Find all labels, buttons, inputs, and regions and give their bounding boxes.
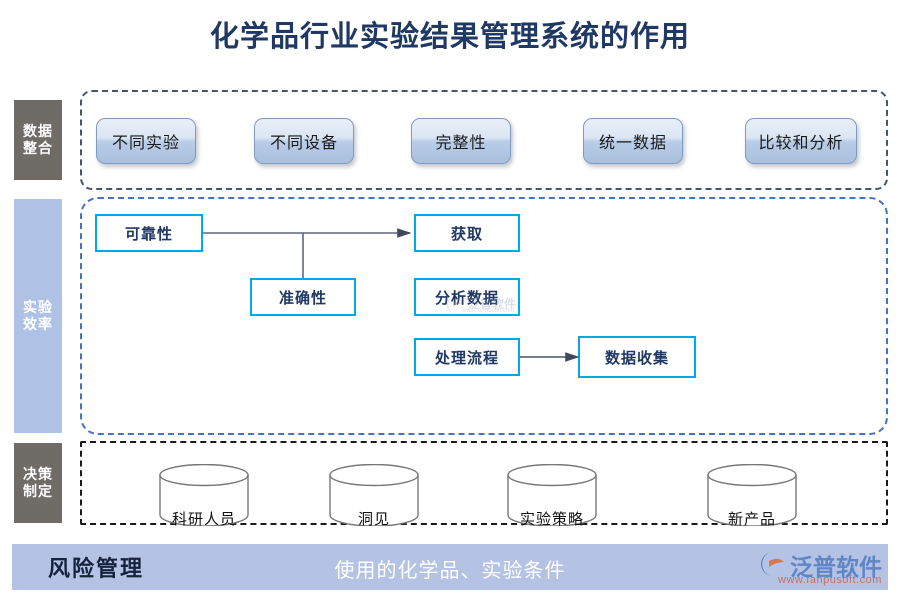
page-title: 化学品行业实验结果管理系统的作用	[209, 21, 690, 53]
node-label: 不同实验	[111, 135, 180, 152]
stage-label-experiment-efficiency: 实验 效率	[14, 199, 62, 433]
stage-label-data-integration: 数据 整合	[14, 100, 62, 180]
node-label: 数据收集	[604, 349, 669, 367]
node-box-process-flow[interactable]: 处理流程	[414, 338, 520, 376]
node-box-analyze-data[interactable]: 分析数据	[414, 278, 520, 316]
node-cylinder-new-product[interactable]: 新产品	[706, 463, 798, 528]
node-label: 新产品	[727, 511, 776, 528]
node-label: 比较和分析	[758, 135, 844, 152]
database-cylinder-icon	[159, 463, 249, 527]
stage-label-line1: 实验	[23, 298, 53, 315]
node-button-different-experiment[interactable]: 不同实验	[96, 118, 196, 164]
brand-url: www.fanpusoft.com	[778, 574, 882, 586]
brand-name: 泛普软件	[790, 555, 882, 580]
group-data-integration	[80, 90, 888, 190]
stage-label-line1: 数据	[23, 122, 53, 139]
node-cylinder-insight[interactable]: 洞见	[328, 463, 420, 528]
node-button-unified-data[interactable]: 统一数据	[583, 118, 683, 164]
stage-label-line2: 制定	[23, 483, 53, 499]
node-cylinder-experiment-strategy[interactable]: 实验策略	[506, 463, 598, 528]
group-decision-making	[80, 441, 888, 525]
node-label: 分析数据	[434, 289, 499, 307]
node-label: 不同设备	[269, 135, 338, 152]
stage-label-decision-making: 决策 制定	[14, 443, 62, 523]
footer-title: 风险管理	[48, 556, 145, 581]
node-label: 洞见	[357, 511, 390, 528]
node-box-accuracy[interactable]: 准确性	[250, 278, 356, 316]
database-cylinder-icon	[329, 463, 419, 527]
node-label: 实验策略	[519, 511, 584, 528]
node-button-compare-analyze[interactable]: 比较和分析	[745, 118, 857, 164]
node-box-data-collection[interactable]: 数据收集	[578, 336, 696, 378]
group-experiment-efficiency	[80, 197, 888, 435]
node-label: 获取	[450, 225, 483, 243]
connector-layer-row2	[202, 228, 580, 362]
node-label: 处理流程	[434, 349, 499, 367]
node-label: 完整性	[435, 135, 487, 152]
node-box-reliability[interactable]: 可靠性	[95, 214, 203, 252]
stage-label-line1: 决策	[23, 465, 53, 482]
database-cylinder-icon	[507, 463, 597, 527]
node-box-acquire[interactable]: 获取	[414, 214, 520, 252]
footer-bar	[12, 544, 888, 590]
node-button-different-equipment[interactable]: 不同设备	[254, 118, 354, 164]
brand-mark-icon	[761, 552, 784, 576]
brand-logo: 泛普软件 www.fanpusoft.com	[756, 548, 896, 590]
node-label: 统一数据	[598, 135, 667, 152]
stage-label-line2: 整合	[23, 140, 53, 156]
node-label: 可靠性	[124, 225, 173, 243]
stage-label-line2: 效率	[23, 316, 53, 332]
node-cylinder-researchers[interactable]: 科研人员	[158, 463, 250, 528]
node-label: 准确性	[278, 289, 327, 307]
database-cylinder-icon	[707, 463, 797, 527]
node-label: 科研人员	[171, 511, 236, 528]
node-button-completeness[interactable]: 完整性	[411, 118, 511, 164]
footer-note: 使用的化学品、实验条件	[334, 560, 566, 582]
